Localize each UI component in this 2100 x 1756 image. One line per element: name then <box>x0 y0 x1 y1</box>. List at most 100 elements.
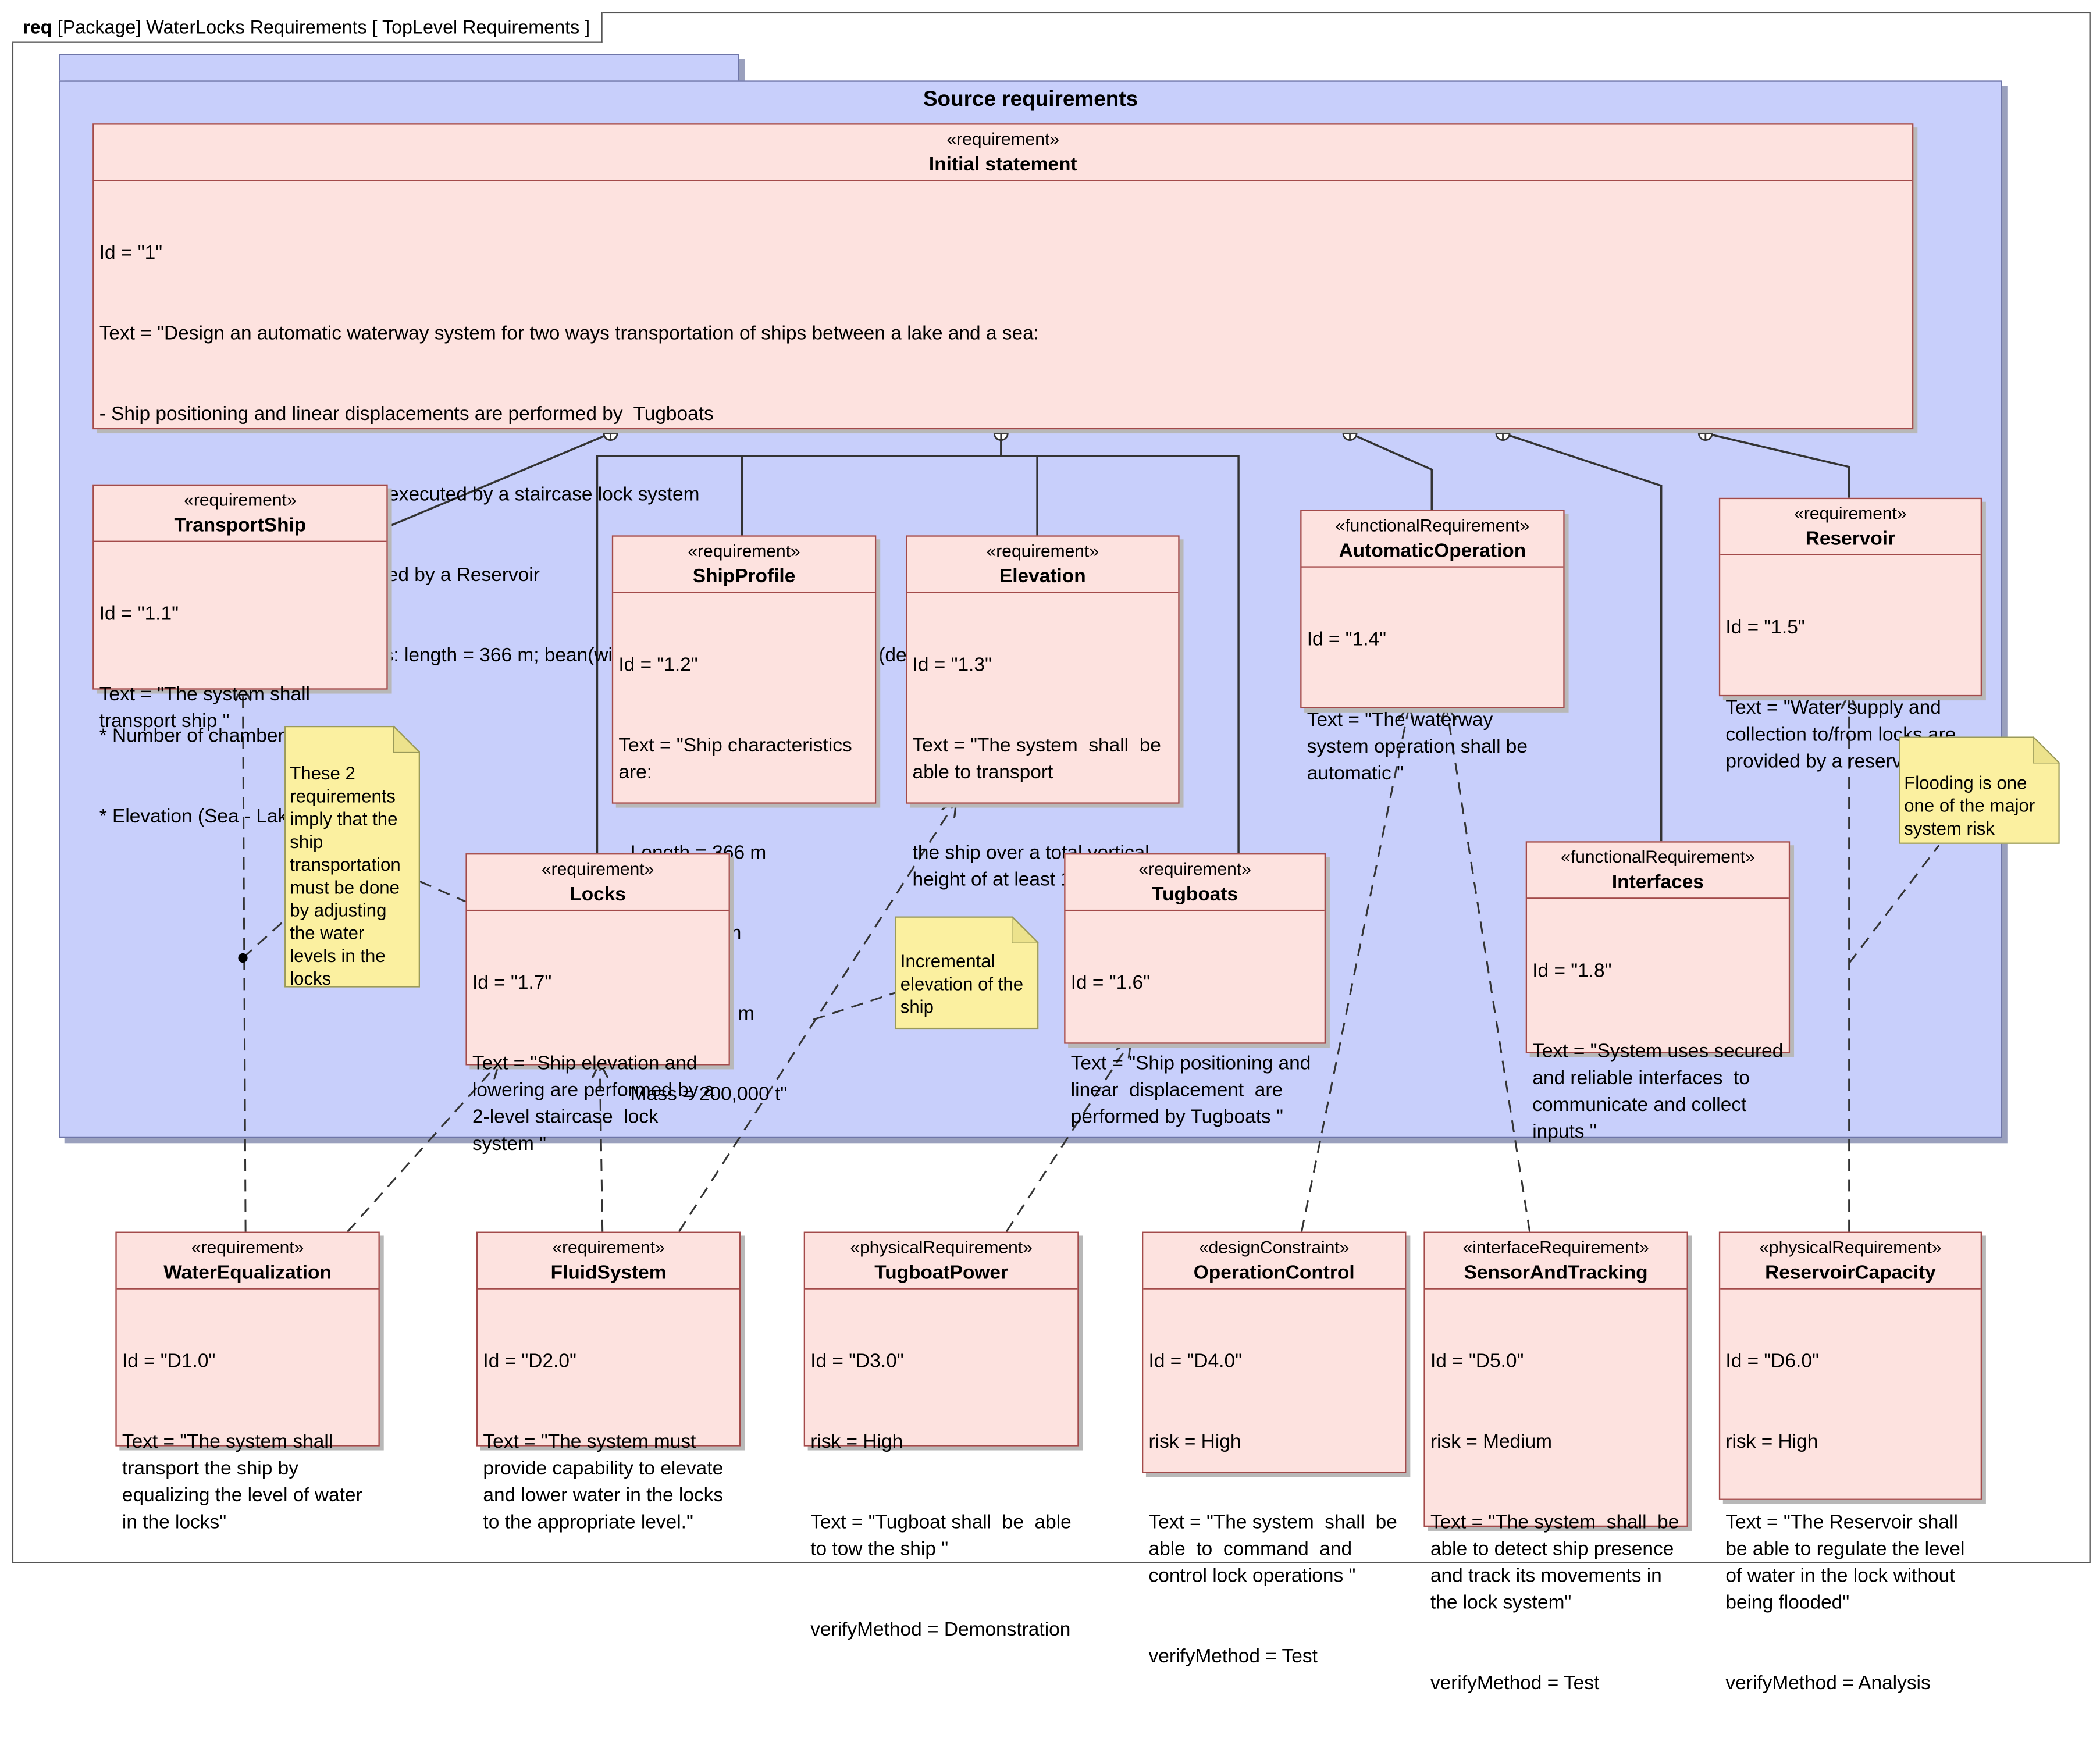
containment-transportship[interactable] <box>386 432 611 529</box>
req-operationcontrol[interactable]: «designConstraint»OperationControl Id = … <box>1142 1231 1407 1668</box>
req-tugboats[interactable]: «requirement» Tugboats Id = "1.6" Text = … <box>1064 853 1326 1128</box>
req-prop: Text = "The system shall transport the s… <box>122 1431 368 1534</box>
stereotype: «requirement» <box>1794 503 1907 523</box>
containment-tugboats[interactable] <box>1001 455 1240 854</box>
derive-fluid-elevation[interactable] <box>678 802 955 1233</box>
req-prop: Text = "Ship characteristics are: <box>618 735 858 784</box>
req-prop: Id = "1.8" <box>1532 960 1612 982</box>
stereotype: «requirement» <box>946 129 1059 149</box>
req-reservoircapacity[interactable]: «physicalRequirement» ReservoirCapacity I… <box>1718 1231 1982 1694</box>
derive-sensor-automatic[interactable] <box>1447 707 1531 1232</box>
req-name: AutomaticOperation <box>1339 540 1526 562</box>
req-name: FluidSystem <box>550 1262 667 1284</box>
req-automaticoperation[interactable]: «functionalRequirement» AutomaticOperatio… <box>1300 510 1565 785</box>
req-name: TugboatPower <box>874 1262 1009 1284</box>
req-name: ShipProfile <box>692 566 796 588</box>
frame-label: [Package] WaterLocks Requirements [ TopL… <box>57 16 590 38</box>
req-prop: Text = "The system shall be able to dete… <box>1430 1512 1685 1614</box>
req-prop: Text = "Water supply and collection to/f… <box>1725 697 1962 773</box>
req-name: TransportShip <box>174 515 307 537</box>
req-name: SensorAndTracking <box>1464 1262 1648 1284</box>
stereotype: «functionalRequirement» <box>1335 515 1530 536</box>
note-flooding-link <box>1848 845 1940 964</box>
req-name: OperationControl <box>1193 1262 1355 1284</box>
req-elevation[interactable]: «requirement»Elevation Id = "1.3" Text =… <box>906 535 1180 891</box>
containment-automaticoperation[interactable] <box>1349 432 1433 510</box>
containment-interfaces[interactable] <box>1502 432 1663 842</box>
note-anchor-dot <box>238 953 248 963</box>
req-prop: verifyMethod = Test <box>1148 1646 1318 1668</box>
package-tab <box>59 54 739 81</box>
req-shipprofile[interactable]: «requirement» ShipProfile Id = "1.2" Text… <box>611 535 877 1106</box>
req-prop: verifyMethod = Analysis <box>1725 1673 1931 1695</box>
stereotype: «requirement» <box>1138 859 1251 879</box>
stereotype: «requirement» <box>688 540 800 561</box>
req-locks[interactable]: «requirement»Locks Id = "1.7" Text = "Sh… <box>465 853 730 1155</box>
req-waterequalization[interactable]: «requirement» WaterEqualization Id = "D1.… <box>115 1231 380 1534</box>
req-prop: Id = "1.2" <box>618 654 698 676</box>
req-prop: - Mass = 200,000 t" <box>618 1084 788 1106</box>
req-prop: Id = "D6.0" <box>1725 1351 1819 1373</box>
derive-tugpower-tugboats[interactable] <box>1005 1042 1130 1233</box>
req-prop: Text = "The waterway system operation sh… <box>1307 710 1533 785</box>
note-fold-icon <box>1012 916 1039 943</box>
note-fold-icon <box>2033 736 2060 764</box>
note-adjust-link-2 <box>419 881 467 903</box>
req-reservoir[interactable]: «requirement» Reservoir Id = "1.5" Text =… <box>1718 497 1982 773</box>
derive-fluid-locks[interactable] <box>600 1064 603 1232</box>
stereotype: «requirement» <box>552 1237 665 1258</box>
req-prop: Text = "The system shall be able to tran… <box>912 735 1167 784</box>
stereotype: «requirement» <box>191 1237 304 1258</box>
note-fold-icon <box>393 725 420 753</box>
req-prop: Id = "1" <box>99 243 163 265</box>
req-name: Reservoir <box>1805 528 1896 550</box>
req-prop: Id = "1.5" <box>1725 617 1805 639</box>
stereotype: «physicalRequirement» <box>1759 1237 1942 1258</box>
note-adjust-link-1 <box>242 920 286 959</box>
req-fluidsystem[interactable]: «requirement»FluidSystem Id = "D2.0" Tex… <box>476 1231 741 1534</box>
req-prop: risk = High <box>1725 1431 1818 1454</box>
req-prop: Text = "Tugboat shall be able to tow the… <box>810 1512 1077 1561</box>
containment-reservoir[interactable] <box>1705 432 1850 498</box>
req-prop: Text = "The system must provide capabili… <box>483 1431 729 1534</box>
req-prop: Id = "1.3" <box>912 654 992 676</box>
stereotype: «physicalRequirement» <box>850 1237 1033 1258</box>
req-name: Interfaces <box>1611 872 1704 894</box>
req-transportship[interactable]: «requirement»TransportShip Id = "1.1" Te… <box>92 484 388 732</box>
diagram-frame-tab[interactable]: req[Package] WaterLocks Requirements [ T… <box>12 12 602 43</box>
stereotype: «requirement» <box>184 489 297 510</box>
req-prop: Id = "D1.0" <box>122 1351 216 1373</box>
req-prop: verifyMethod = Test <box>1430 1673 1600 1695</box>
req-prop: Id = "1.7" <box>472 973 552 995</box>
req-prop: Text = "The Reservoir shall be able to r… <box>1725 1512 1970 1614</box>
req-prop: Text = "Ship positioning and linear disp… <box>1070 1053 1316 1128</box>
req-prop: Id = "D3.0" <box>810 1351 904 1373</box>
req-name: Tugboats <box>1152 884 1238 906</box>
req-prop: Id = "1.6" <box>1070 973 1151 995</box>
req-name: ReservoirCapacity <box>1765 1262 1936 1284</box>
req-prop: Text = "The system shall transport ship … <box>99 684 316 733</box>
req-prop: risk = Medium <box>1430 1431 1553 1454</box>
req-interfaces[interactable]: «functionalRequirement»Interfaces Id = "… <box>1525 841 1791 1143</box>
req-name: Locks <box>570 884 626 906</box>
req-prop: Text = "Design an automatic waterway sys… <box>99 323 1040 345</box>
note-anchor-lines <box>242 845 1940 1021</box>
req-prop: - Ship positioning and linear displaceme… <box>99 404 714 426</box>
req-initial-statement[interactable]: «requirement»Initial statement Id = "1" … <box>92 123 1914 828</box>
req-tugboatpower[interactable]: «physicalRequirement» TugboatPower Id = "… <box>803 1231 1079 1641</box>
stereotype: «requirement» <box>986 540 1099 561</box>
stereotype: «requirement» <box>541 859 654 879</box>
derive-waterequal-locks[interactable] <box>347 1064 497 1233</box>
note-text: These 2 requirements imply that the ship… <box>290 763 401 989</box>
req-sensorandtracking[interactable]: «interfaceRequirement»SensorAndTracking … <box>1423 1231 1688 1694</box>
req-prop: risk = High <box>1148 1431 1241 1454</box>
containment-lines <box>386 432 1850 854</box>
note-water-levels[interactable]: These 2 requirements imply that the ship… <box>284 726 420 988</box>
req-name: WaterEqualization <box>163 1262 332 1284</box>
containment-locks[interactable] <box>596 433 1002 854</box>
package-title: Source requirements <box>923 88 1138 112</box>
diagram-stage: req[Package] WaterLocks Requirements [ T… <box>12 12 2091 1694</box>
req-prop: verifyMethod = Demonstration <box>810 1619 1071 1641</box>
req-name: Initial statement <box>928 154 1077 176</box>
derive-opcontrol-automatic[interactable] <box>1301 707 1409 1232</box>
